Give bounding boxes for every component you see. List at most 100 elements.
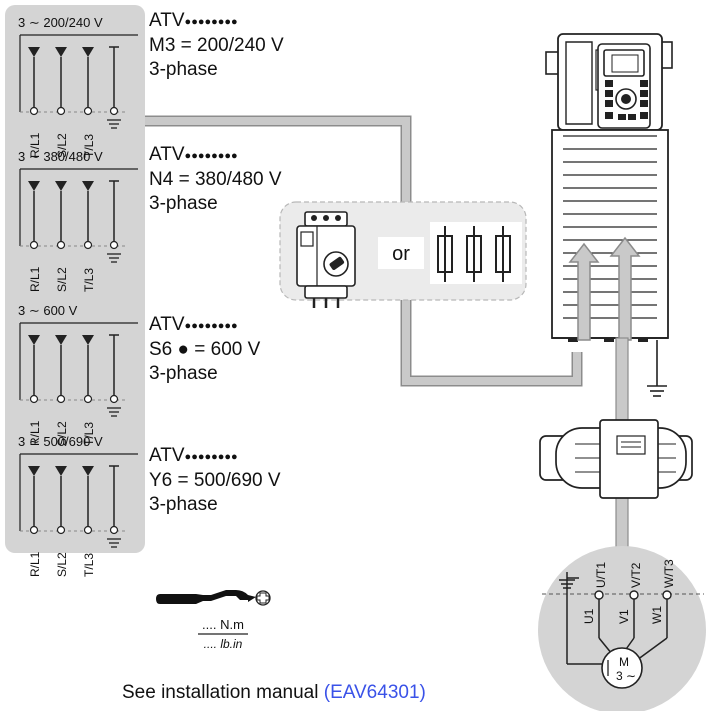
phase-arrow-icon — [55, 181, 67, 191]
torque-value-imperial: .... lb.in — [204, 637, 243, 651]
circuit-breaker-icon — [296, 211, 356, 308]
terminal-dot — [83, 240, 93, 250]
input-arrow-icons — [568, 236, 641, 341]
screwdriver-icon — [156, 590, 256, 604]
phase-arrow-icon — [82, 466, 94, 476]
screw-head-icon — [255, 590, 271, 606]
motor-symbol-icon — [601, 647, 643, 689]
model-dots: ●●●●●●●● — [185, 320, 238, 332]
drive-ground-icon — [647, 340, 667, 397]
voltage-label: 3 ∼ 600 V — [18, 303, 78, 318]
terminal-dot — [56, 240, 66, 250]
terminal-dot — [29, 525, 39, 535]
terminal-label: S/L2 — [55, 552, 69, 577]
terminal-label: T/L3 — [82, 134, 96, 158]
model-prefix: ATV — [149, 144, 185, 165]
phase-arrow-icon — [28, 335, 40, 345]
motor-wiring — [566, 577, 668, 665]
or-box — [378, 237, 424, 269]
supply-group-0: 3 ∼ 200/240 V R/L1 S/L2 T/L3 ATV●●●●●●●● M3 =… — [18, 10, 284, 158]
terminal-label: S/L2 — [55, 421, 69, 446]
phase-arrow-icon — [82, 335, 94, 345]
terminal-label: S/L2 — [55, 133, 69, 158]
motor-symbol-phase: 3 ∼ — [616, 669, 636, 683]
supply-bracket — [19, 453, 138, 531]
terminal-u — [594, 590, 604, 600]
terminal-dot — [29, 394, 39, 404]
voltage-label: 3 ∼ 380/480 V — [18, 149, 103, 164]
motor-terminal-circle — [538, 546, 706, 711]
torque-value: .... N.m — [202, 617, 244, 632]
motor-ground-icon — [559, 572, 575, 589]
motor-terminal-top-1: V/T2 — [629, 562, 643, 588]
model-code: ATV●●●●●●●● — [149, 144, 238, 165]
phase-arrow-icon — [55, 466, 67, 476]
model-dots: ●●●●●●●● — [185, 150, 238, 162]
model-dots: ●●●●●●●● — [185, 451, 238, 463]
motor-winding-2: W1 — [650, 606, 664, 624]
model-dots: ●●●●●●●● — [185, 16, 238, 28]
terminal-label: T/L3 — [82, 422, 96, 446]
manual-link[interactable]: (EAV64301) — [323, 682, 426, 703]
terminal-label: R/L1 — [28, 420, 42, 446]
phase-arrow-icon — [55, 335, 67, 345]
drive-icon — [545, 33, 673, 342]
rating: Y6 = 500/690 V — [149, 470, 281, 491]
terminal-label: R/L1 — [28, 132, 42, 158]
phase-arrow-icon — [28, 181, 40, 191]
motor-icon — [539, 419, 693, 499]
phase-count: 3-phase — [149, 193, 218, 214]
ground-terminal-dot — [109, 394, 119, 404]
terminal-dot — [29, 240, 39, 250]
phase-arrow-icon — [82, 47, 94, 57]
terminal-dot — [56, 106, 66, 116]
model-code: ATV●●●●●●●● — [149, 10, 238, 31]
footer-note: See installation manual (EAV64301) — [122, 682, 426, 704]
terminal-v — [629, 590, 639, 600]
terminal-dot — [83, 394, 93, 404]
motor-winding-0: U1 — [582, 608, 596, 624]
model-code: ATV●●●●●●●● — [149, 314, 238, 335]
ground-terminal-dot — [109, 240, 119, 250]
terminal-label: R/L1 — [28, 551, 42, 577]
supply-bracket — [19, 34, 138, 112]
rating: S6 ● = 600 V — [149, 339, 261, 360]
ground-terminal-dot — [109, 525, 119, 535]
terminal-w — [662, 590, 672, 600]
supply-group-1: 3 ∼ 380/480 V R/L1 S/L2 T/L3 ATV●●●●●●●● N4 =… — [18, 144, 282, 292]
supply-group-2: 3 ∼ 600 V R/L1 S/L2 T/L3 ATV●●●●●●●● S6 ● = 6… — [18, 303, 261, 446]
phase-arrow-icon — [28, 47, 40, 57]
model-prefix: ATV — [149, 445, 185, 466]
fuses-icon — [437, 226, 511, 282]
supply-bracket — [19, 322, 138, 400]
terminal-label: T/L3 — [82, 268, 96, 292]
or-label: or — [392, 243, 410, 265]
footer-text: See installation manual — [122, 682, 319, 703]
terminal-dot — [83, 106, 93, 116]
motor-winding-1: V1 — [617, 609, 631, 624]
phase-arrow-icon — [55, 47, 67, 57]
model-prefix: ATV — [149, 314, 185, 335]
voltage-label: 3 ∼ 500/690 V — [18, 434, 103, 449]
supply-bracket — [19, 168, 138, 246]
terminal-label: T/L3 — [82, 553, 96, 577]
motor-terminal-top-2: W/T3 — [662, 559, 676, 588]
phase-arrow-icon — [82, 181, 94, 191]
terminal-label: S/L2 — [55, 267, 69, 292]
phase-count: 3-phase — [149, 363, 218, 384]
supply-panel — [5, 5, 145, 553]
rating: N4 = 380/480 V — [149, 169, 282, 190]
rating: M3 = 200/240 V — [149, 35, 284, 56]
terminal-label: R/L1 — [28, 266, 42, 292]
ground-terminal-dot — [109, 106, 119, 116]
terminal-dot — [29, 106, 39, 116]
phase-arrow-icon — [28, 466, 40, 476]
terminal-dot — [83, 525, 93, 535]
terminal-dot — [56, 394, 66, 404]
supply-group-3: 3 ∼ 500/690 V R/L1 S/L2 T/L3 ATV●●●●●●●● Y6 =… — [18, 434, 281, 577]
model-prefix: ATV — [149, 10, 185, 31]
model-code: ATV●●●●●●●● — [149, 445, 238, 466]
voltage-label: 3 ∼ 200/240 V — [18, 15, 103, 30]
phase-count: 3-phase — [149, 59, 218, 80]
